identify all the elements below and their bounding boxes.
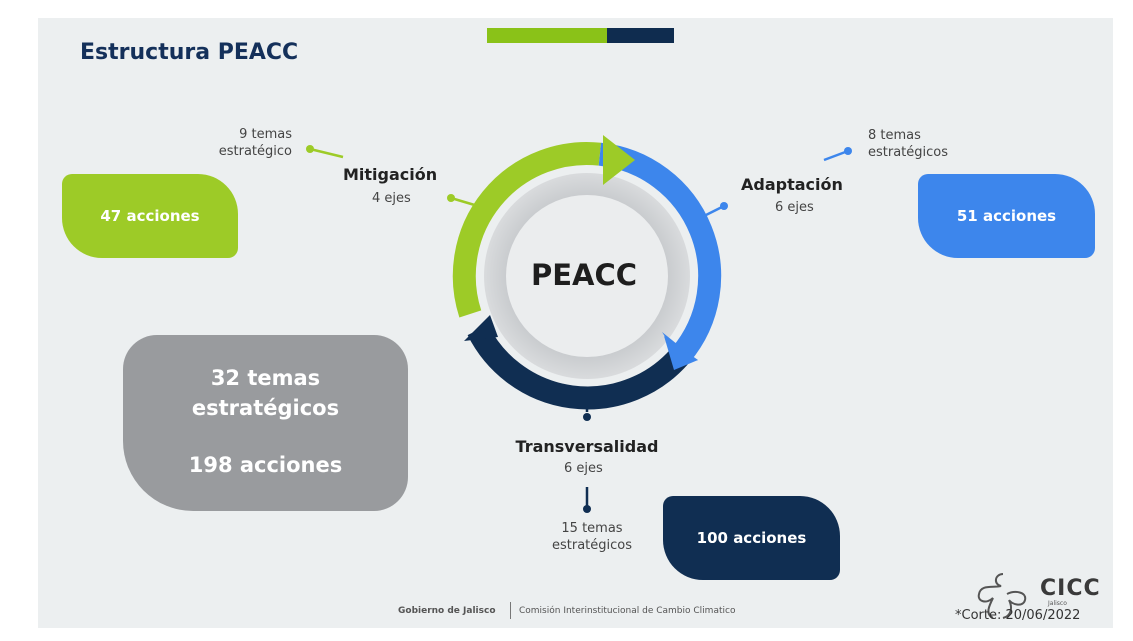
- summary-box: 32 temas estratégicos 198 acciones: [123, 335, 408, 511]
- connector-line: [450, 196, 479, 208]
- transversalidad-ejes: 6 ejes: [564, 461, 603, 476]
- mitigacion-ejes: 4 ejes: [372, 191, 411, 206]
- transversalidad-temas: 15 temas estratégicos: [551, 521, 632, 553]
- connector-line: [823, 149, 849, 162]
- center-label: PEACC: [530, 258, 638, 292]
- mitigacion-temas: 9 temas estratégico: [218, 127, 292, 159]
- cicc-logo-subtitle: Jalisco: [1048, 600, 1067, 607]
- connector-line: [701, 204, 725, 219]
- summary-acciones: 198 acciones: [188, 453, 343, 477]
- mitigacion-acciones-badge: 47 acciones: [62, 174, 238, 258]
- cicc-logo-icon: [977, 573, 1027, 619]
- adaptacion-acciones-badge: 51 acciones: [918, 174, 1095, 258]
- transversalidad-label: Transversalidad: [515, 437, 659, 456]
- slide: Estructura PEACC: [38, 18, 1113, 628]
- arc-mitigacion: [452, 142, 602, 318]
- cicc-logo-text: CICC: [1040, 576, 1101, 601]
- footer-gobierno: Gobierno de Jalisco: [398, 606, 496, 616]
- adaptacion-ejes: 6 ejes: [775, 200, 814, 215]
- adaptacion-temas: 8 temas estratégicos: [868, 128, 949, 160]
- cycle-diagram: [306, 135, 852, 513]
- mitigacion-label: Mitigación: [343, 165, 438, 184]
- arrow-head-transversalidad: [464, 315, 498, 341]
- top-accent-bar-navy: [607, 28, 674, 43]
- transversalidad-acciones-badge: 100 acciones: [663, 496, 840, 580]
- footer-comision: Comisión Interinstitucional de Cambio Cl…: [519, 606, 736, 616]
- top-accent-bar-green: [487, 28, 607, 43]
- connector-dot: [583, 505, 591, 513]
- corte-date: *Corte: 20/06/2022: [955, 608, 1081, 623]
- footer-separator: [510, 602, 511, 619]
- arc-transversalidad: [467, 324, 688, 410]
- slide-title: Estructura PEACC: [80, 40, 299, 65]
- summary-temas: 32 temas estratégicos: [191, 366, 340, 420]
- arc-adaptacion: [598, 142, 722, 363]
- adaptacion-label: Adaptación: [741, 175, 843, 194]
- center-disc: [506, 195, 668, 357]
- arrow-head-adaptacion: [664, 336, 698, 370]
- connector-line: [309, 147, 344, 159]
- arrow-head-mitigacion: [603, 135, 635, 185]
- connector-dot: [583, 413, 591, 421]
